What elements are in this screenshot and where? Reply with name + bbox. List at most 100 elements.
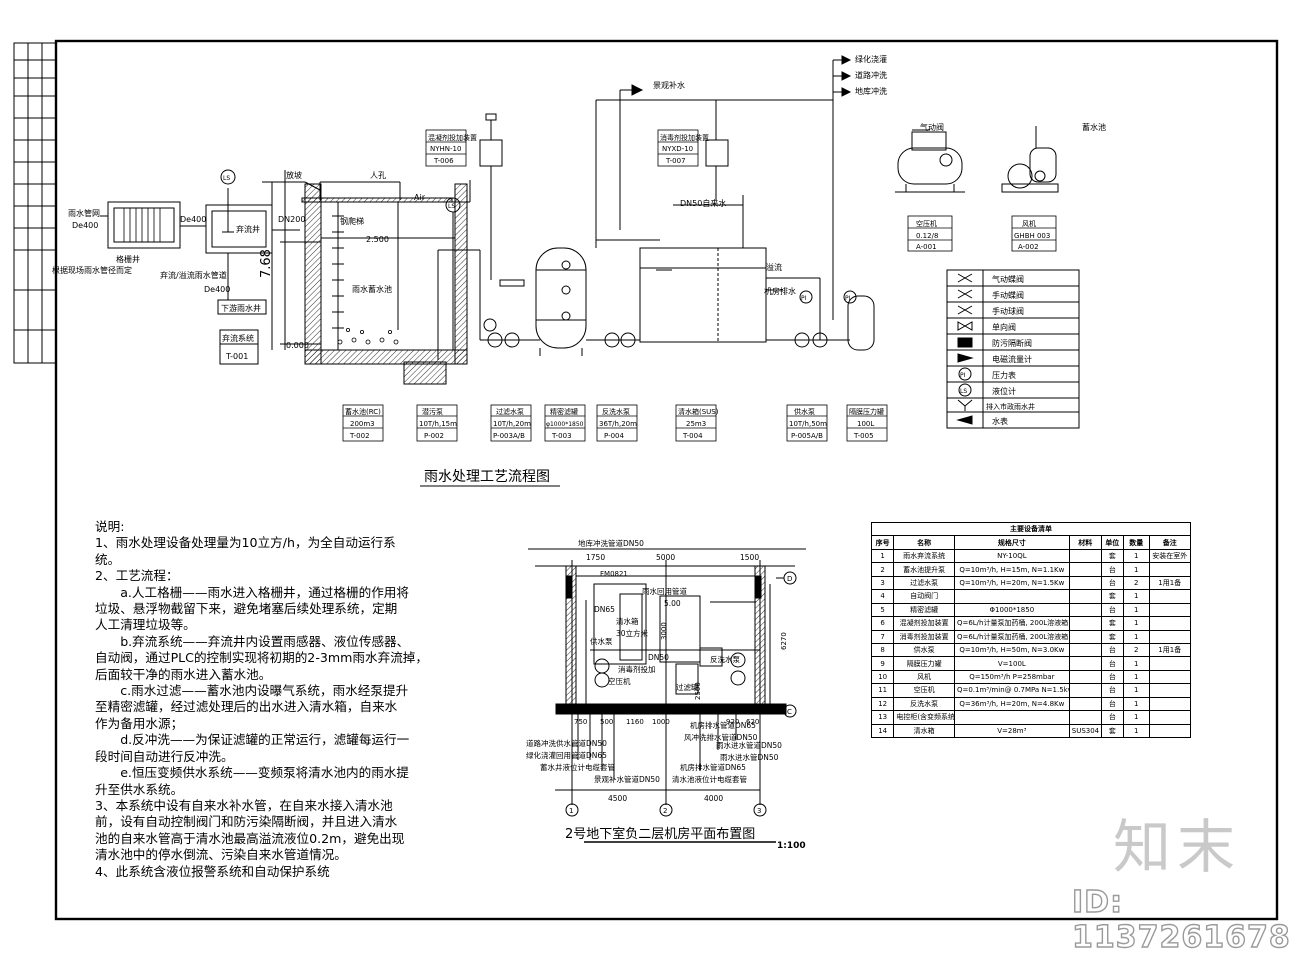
equip-4-spec: φ1000*1850 bbox=[546, 421, 584, 428]
equip-4-name: 精密滤罐 bbox=[550, 407, 578, 416]
legend-pi-glyph: PI bbox=[960, 372, 966, 379]
plan-text: 地库冲洗管道DN50 1750 5000 1500 FM0821 雨水回用管道 … bbox=[526, 538, 806, 851]
table-cell bbox=[953, 589, 1070, 604]
plan-right-3: 机房排水管道DN65 bbox=[680, 762, 746, 772]
clear-water-tank bbox=[639, 247, 767, 343]
compressor-spec: 0.12/8 bbox=[916, 232, 938, 240]
drawing-frame bbox=[13, 39, 1279, 921]
plan-axis-2: 2 bbox=[663, 807, 667, 815]
legend-label-3: 手动球阀 bbox=[992, 306, 1024, 316]
compressor-name: 空压机 bbox=[916, 219, 937, 228]
notes-line-3: 2、工艺流程： bbox=[95, 568, 179, 584]
notes-line-11: 至精密滤罐，经过滤处理后的出水进入清水箱，自来水 bbox=[95, 699, 398, 715]
table-cell: 台 bbox=[1100, 683, 1124, 698]
table-cell bbox=[1068, 616, 1102, 631]
grate-well bbox=[107, 201, 181, 249]
plan-dim-mid: 5.00 bbox=[664, 599, 681, 608]
table-cell: 1用1备 bbox=[1148, 575, 1191, 591]
table-cell: 5 bbox=[870, 602, 895, 618]
table-cell bbox=[1068, 696, 1102, 712]
table-cell bbox=[1068, 602, 1102, 618]
equip-3-spec: 10T/h,20m bbox=[493, 420, 531, 428]
dosing-2-code: T-007 bbox=[665, 157, 686, 165]
table-cell: Q=6L/h计量泵加药桶, 200L溶液箱 bbox=[953, 629, 1070, 644]
plan-title: 2号地下室负二层机房平面布置图 bbox=[565, 826, 755, 842]
pneumatic-valve-top: 气动阀 bbox=[920, 122, 944, 132]
table-cell: 台 bbox=[1100, 656, 1124, 671]
dosing-1-model: NYHN-10 bbox=[430, 145, 461, 153]
table-cell: 1 bbox=[870, 548, 895, 564]
table-cell: 7 bbox=[870, 629, 895, 644]
table-cell: 1 bbox=[1122, 696, 1150, 712]
plan-dim-b-3: 1160 bbox=[626, 718, 644, 726]
precision-filter-tank bbox=[535, 247, 587, 349]
equip-5-name: 反洗水泵 bbox=[602, 407, 630, 416]
discard-system-label: 弃流系统 bbox=[222, 333, 254, 343]
plan-dim-top-1: 1750 bbox=[586, 553, 605, 562]
de400-a: De400 bbox=[180, 215, 206, 224]
table-cell: 14 bbox=[870, 723, 895, 739]
table-cell: 2 bbox=[1122, 642, 1150, 658]
table-cell: 混凝剂投加装置 bbox=[893, 616, 955, 631]
blower bbox=[1001, 126, 1059, 193]
table-cell bbox=[1068, 642, 1102, 658]
notes-line-13: d.反冲洗——为保证滤罐的正常运行，滤罐每运行一 bbox=[95, 732, 410, 748]
level-bottom: 0.000 bbox=[286, 341, 309, 350]
table-cell: 1 bbox=[1122, 710, 1150, 725]
table-cell: 隔膜压力罐 bbox=[893, 656, 955, 671]
plan-clear-tank-label: 清水箱 bbox=[616, 616, 639, 626]
plan-compressor: 空压机 bbox=[608, 676, 631, 686]
table-cell bbox=[1148, 616, 1191, 631]
table-cell: 套 bbox=[1100, 589, 1124, 604]
notes-line-1: 1、雨水处理设备处理量为10立方/h，为全自动运行系 bbox=[95, 535, 396, 551]
plan-in-pipe: 雨水进水管道DN50 bbox=[716, 740, 782, 750]
table-header: 规格尺寸 bbox=[953, 535, 1070, 550]
equip-1-name: 蓄水池(RC) bbox=[345, 407, 381, 416]
table-cell: Q=36m³/h, H=20m, N=4.8Kw bbox=[953, 696, 1070, 712]
flow-text: 雨水管网 De400 格栅井 根据现场雨水管径而定 De400 弃流井 弃流/溢… bbox=[52, 54, 1106, 485]
plan-axis-c: C bbox=[787, 708, 792, 716]
table-cell: 自动阀门 bbox=[893, 589, 955, 604]
table-cell: 套 bbox=[1100, 629, 1124, 644]
dosing-1-code: T-006 bbox=[433, 157, 454, 165]
blower-name: 风机 bbox=[1022, 219, 1036, 228]
clear-pool-top: 蓄水池 bbox=[1082, 122, 1106, 132]
table-cell bbox=[1068, 562, 1102, 577]
filter-pumps bbox=[480, 279, 540, 348]
equip-2-code: P-002 bbox=[424, 432, 444, 440]
table-cell bbox=[953, 710, 1070, 725]
de400-b: De400 bbox=[204, 285, 230, 294]
table-cell: 蓄水池提升泵 bbox=[893, 562, 955, 577]
pi-glyph-2: PI bbox=[801, 295, 807, 302]
plan-axis-d: D bbox=[787, 575, 792, 583]
watermark-brand: 知末 bbox=[1113, 813, 1242, 881]
slope-label: 放坡 bbox=[286, 170, 302, 180]
grate-well-label: 格栅井 bbox=[116, 254, 140, 264]
notes-line-2: 统。 bbox=[95, 551, 121, 567]
table-cell: 1 bbox=[1122, 629, 1150, 644]
plan-filter: 过滤罐 bbox=[676, 682, 699, 692]
table-cell: 2 bbox=[870, 562, 895, 577]
table-cell: V=100L bbox=[953, 656, 1070, 671]
table-cell: 2 bbox=[1122, 575, 1150, 591]
table-cell: 4 bbox=[870, 589, 895, 604]
air-label: Air bbox=[414, 193, 426, 202]
plan-dim-top-2: 5000 bbox=[656, 553, 675, 562]
machine-room-drain: 机房排水 bbox=[764, 286, 796, 296]
pressure-tank bbox=[847, 295, 875, 351]
table-cell: 台 bbox=[1100, 575, 1124, 591]
table-cell: 套 bbox=[1100, 723, 1124, 739]
equip-3-name: 过滤水泵 bbox=[496, 407, 524, 416]
table-cell: 雨水弃流系统 bbox=[893, 548, 955, 564]
table-cell: V=28m³ bbox=[953, 723, 1070, 739]
dn50-tap-label: DN50自来水 bbox=[680, 198, 726, 208]
table-cell: 台 bbox=[1100, 669, 1124, 685]
table-cell bbox=[1148, 562, 1191, 577]
process-flow-diagram bbox=[100, 55, 1080, 442]
dosing-2-name: 消毒剂投加装置 bbox=[660, 133, 709, 142]
